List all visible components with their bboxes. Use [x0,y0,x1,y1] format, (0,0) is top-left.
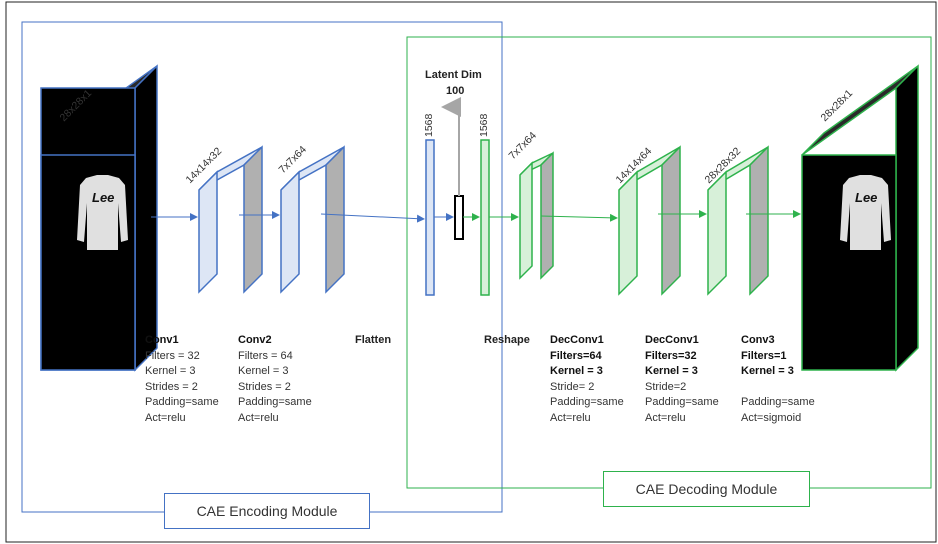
reshape-block [519,151,554,280]
decconv1b-line: Stride=2 [645,380,687,393]
conv2-line: Padding=same [238,396,312,408]
conv1-block [198,145,263,294]
deconv1-block [618,145,681,296]
conv2-params: Conv2 Filters = 64 Kernel = 3 Strides = … [238,333,312,426]
conv3-line [741,380,815,396]
decconv1b-bold-line: Kernel = 3 [645,365,698,377]
outer-frame [5,1,937,543]
arrow-conv2-flatten [320,213,425,223]
decconv1b-name: DecConv1 [645,334,699,346]
output-image-text: Lee [855,190,878,205]
conv2-line: Strides = 2 [238,380,291,393]
dim-flatten-dec: 1568 [478,113,490,137]
flatten-label: Flatten [355,334,392,346]
decconv1a-params: DecConv1 Filters=64 Kernel = 3 Stride= 2… [550,333,624,426]
flatten-decoder-vector [480,139,490,296]
conv2-name: Conv2 [238,334,272,346]
decconv1a-name: DecConv1 [550,334,604,346]
conv2-line: Act=relu [238,411,279,424]
deconv2-block [707,145,769,296]
conv3-name: Conv3 [741,334,775,346]
decconv1b-bold-line: Filters=32 [645,349,697,362]
decconv1b-params: DecConv1 Filters=32 Kernel = 3 Stride=2 … [645,333,719,426]
encoding-module-label: CAE Encoding Module [164,493,370,529]
output-image-block [801,64,919,372]
conv1-line: Filters = 32 [145,349,200,362]
conv3-bold-line: Kernel = 3 [741,365,794,377]
latent-dim-value: 100 [446,85,465,97]
decconv1b-line: Padding=same [645,396,719,408]
latent-dim-title: Latent Dim [425,69,482,81]
conv2-line: Filters = 64 [238,349,293,362]
decconv1a-bold-line: Kernel = 3 [550,365,603,377]
conv1-line: Act=relu [145,411,186,424]
conv3-line: Act=sigmoid [741,411,802,424]
conv1-line: Strides = 2 [145,380,198,393]
conv2-block [280,145,345,294]
conv3-line: Padding=same [741,396,815,408]
conv1-params: Conv1 Filters = 32 Kernel = 3 Strides = … [145,333,219,426]
conv3-bold-line: Filters=1 [741,349,787,362]
conv1-line: Padding=same [145,396,219,408]
sweater-icon [77,175,128,250]
conv3-params: Conv3 Filters=1 Kernel = 3 Padding=same … [741,333,815,426]
decconv1a-bold-line: Filters=64 [550,349,602,362]
decoding-module-label: CAE Decoding Module [603,471,810,507]
reshape-label: Reshape [484,334,530,346]
decconv1b-line: Act=relu [645,411,686,424]
arrow-reshape-deconv1 [540,213,618,222]
flatten-encoder-vector [425,139,435,296]
conv1-line: Kernel = 3 [145,365,196,377]
dim-flatten-enc: 1568 [423,113,435,137]
conv2-line: Kernel = 3 [238,365,289,377]
decconv1a-line: Stride= 2 [550,380,595,393]
input-image-text: Lee [92,190,115,205]
conv1-name: Conv1 [145,334,179,346]
sweater-icon-output [840,175,891,250]
latent-vector [454,195,464,240]
decconv1a-line: Act=relu [550,411,591,424]
decconv1a-line: Padding=same [550,396,624,408]
